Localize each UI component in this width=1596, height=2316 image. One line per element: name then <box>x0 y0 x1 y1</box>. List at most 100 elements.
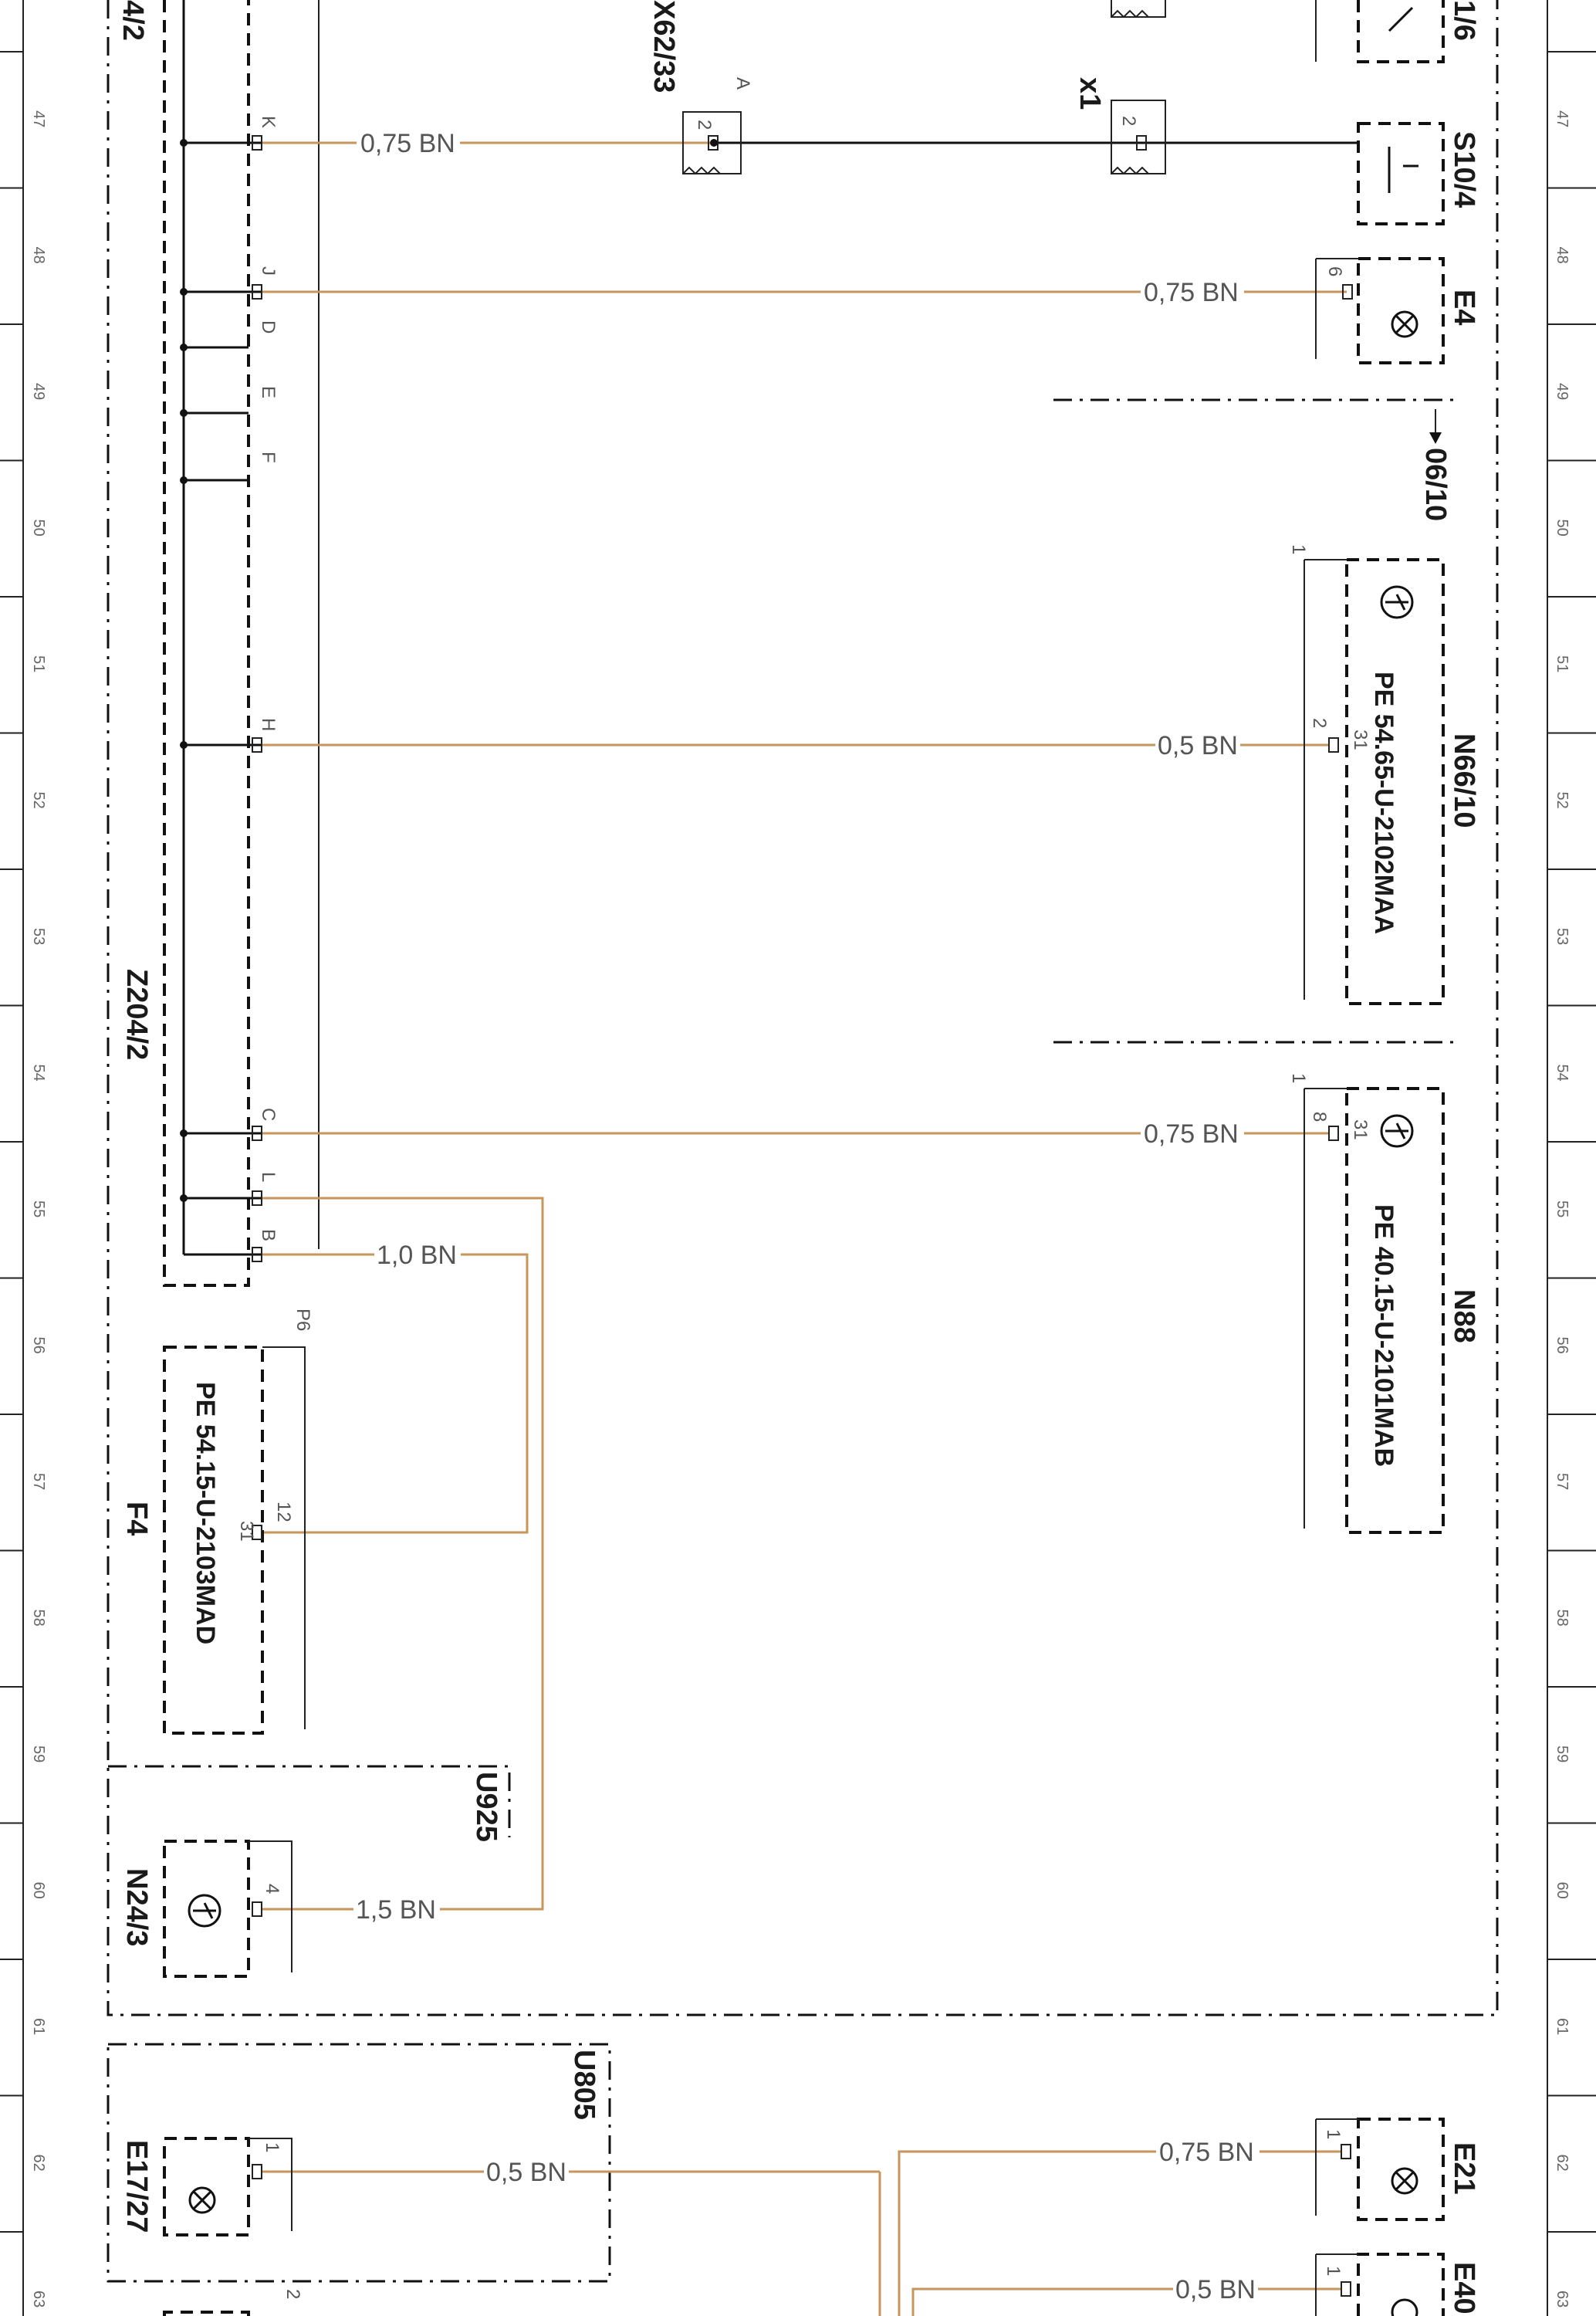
switch-top-partial: 1/6 <box>1315 0 1480 63</box>
ruler-number: 47 <box>30 110 47 127</box>
ruler-number: 60 <box>1554 1882 1571 1899</box>
wire-label-e40: 0,5 BN <box>1175 2275 1256 2304</box>
ruler-number: 53 <box>1554 928 1571 945</box>
wire-label-k: 0,75 BN <box>360 129 455 158</box>
ruler-number: 54 <box>1554 1065 1571 1082</box>
x62-33-pin-letter: A <box>732 77 753 90</box>
pin-f: F <box>258 452 279 463</box>
ruler-number: 56 <box>1554 1337 1571 1354</box>
ruler-number: 58 <box>1554 1610 1571 1627</box>
lamp-e17-27: 1 E17/27 <box>120 2137 292 2236</box>
ruler-number: 52 <box>30 792 47 809</box>
n66-10-pin-a: 2 <box>1309 718 1330 728</box>
z204-2-label: Z204/2 <box>120 969 153 1060</box>
ruler-number: 50 <box>1554 520 1571 537</box>
f4-pin-b: 31 <box>236 1521 257 1542</box>
ruler-number: 61 <box>30 2018 47 2035</box>
ref-06-10-label: 06/10 <box>1419 448 1452 521</box>
pin-l: L <box>258 1172 279 1182</box>
wire-label-n24: 1,5 BN <box>356 1895 436 1925</box>
right-ruler: 47 48 49 50 51 52 53 54 55 56 57 58 59 60 61 62 63 <box>1547 0 1596 2316</box>
frame-main <box>107 0 1499 2016</box>
x62-33-pin: 2 <box>694 120 715 130</box>
n66-10-label: N66/10 <box>1448 733 1480 828</box>
z204-pin-letters: K J D E F H C L B <box>258 116 279 1241</box>
connector-x62-33: 2 A X62/33 <box>648 0 753 175</box>
pin-d: D <box>258 320 279 334</box>
n88-pin-b: 31 <box>1350 1119 1371 1140</box>
module-f4: P6 12 31 PE 54.15-U-2103MAD F4 <box>120 1309 313 1735</box>
e40-pin: 1 <box>1323 2266 1344 2276</box>
pin-e: E <box>258 386 279 398</box>
module-n66-10: 1 2 31 PE 54.65-U-2102MAA N66/10 <box>1288 544 1480 1005</box>
ruler-number: 59 <box>30 1745 47 1762</box>
ruler-number: 59 <box>1554 1745 1571 1762</box>
connector-bottom-partial: 2 <box>163 2289 303 2316</box>
ruler-number: 62 <box>1554 2155 1571 2172</box>
u925-label: U925 <box>470 1772 502 1842</box>
ruler-number: 55 <box>1554 1200 1571 1217</box>
ruler-number: 61 <box>1554 2018 1571 2035</box>
frame-u805 <box>107 2043 611 2283</box>
n88-label: N88 <box>1448 1289 1480 1343</box>
e4-pin: 6 <box>1324 266 1345 276</box>
ruler-number: 60 <box>30 1882 47 1899</box>
ruler-number: 47 <box>1554 110 1571 127</box>
ruler-number: 63 <box>1554 2291 1571 2308</box>
ruler-number: 53 <box>30 928 47 945</box>
ruler-number: 57 <box>1554 1473 1571 1490</box>
wire-label-n66: 0,5 BN <box>1158 731 1238 760</box>
bottom-conn-pin: 2 <box>282 2289 303 2299</box>
n24-3-label: N24/3 <box>120 1868 153 1946</box>
wire-label-e17: 0,5 BN <box>486 2158 566 2187</box>
ruler-number: 48 <box>30 247 47 264</box>
pin-j: J <box>258 266 279 276</box>
ruler-number: 54 <box>30 1065 47 1082</box>
wire-e40 <box>911 2287 1341 2316</box>
top-left-partial-label: 4/2 <box>117 0 149 41</box>
pin-k: K <box>258 116 279 128</box>
pin-b: B <box>258 1229 279 1241</box>
ruler-number: 49 <box>30 383 47 400</box>
wires <box>262 141 1358 2316</box>
e21-label: E21 <box>1448 2142 1480 2195</box>
z204-2-connector <box>163 0 320 1287</box>
ruler-number: 51 <box>30 655 47 672</box>
n24-3-pin: 4 <box>262 1884 282 1894</box>
wire-label-b: 1,0 BN <box>377 1241 457 1270</box>
f4-label: F4 <box>120 1502 153 1536</box>
f4-pin-a: 12 <box>273 1502 294 1522</box>
connector-x1: 2 x1 <box>1074 77 1166 175</box>
ruler-number: 55 <box>30 1200 47 1217</box>
ruler-number: 48 <box>1554 247 1571 264</box>
wire-label-n88: 0,75 BN <box>1144 1119 1239 1149</box>
s10-4-label: S10/4 <box>1448 131 1480 208</box>
ruler-number: 49 <box>1554 383 1571 400</box>
wire-label-e4: 0,75 BN <box>1144 278 1239 307</box>
n66-10-pe: PE 54.65-U-2102MAA <box>1369 672 1398 934</box>
n88-pin-a: 8 <box>1309 1112 1330 1122</box>
ruler-number: 51 <box>1554 655 1571 672</box>
x62-33-label: X62/33 <box>648 0 680 93</box>
e17-27-label: E17/27 <box>120 2140 153 2233</box>
lamp-e21: 1 E21 <box>1315 2118 1480 2221</box>
lamp-e40-partial: 1 E40 <box>1315 2253 1480 2316</box>
lamp-e4: 6 E4 <box>1315 257 1480 364</box>
u805-label: U805 <box>568 2050 600 2120</box>
n88-pe: PE 40.15-U-2101MAB <box>1369 1204 1398 1467</box>
wire-label-e21: 0,75 BN <box>1159 2138 1254 2167</box>
pin-c: C <box>258 1108 279 1121</box>
pin-h: H <box>258 718 279 731</box>
x1-pin: 2 <box>1118 116 1139 126</box>
ruler-number: 57 <box>30 1473 47 1490</box>
e17-27-pin: 1 <box>262 2142 282 2152</box>
f4-conn: P6 <box>292 1309 313 1331</box>
e40-label: E40 <box>1448 2262 1480 2314</box>
ruler-number: 58 <box>30 1610 47 1627</box>
ruler-number: 52 <box>1554 792 1571 809</box>
module-n88: 1 8 31 PE 40.15-U-2101MAB N88 <box>1288 1073 1480 1534</box>
module-n24-3: 4 N24/3 <box>120 1840 292 1978</box>
ruler-number: 56 <box>30 1337 47 1354</box>
